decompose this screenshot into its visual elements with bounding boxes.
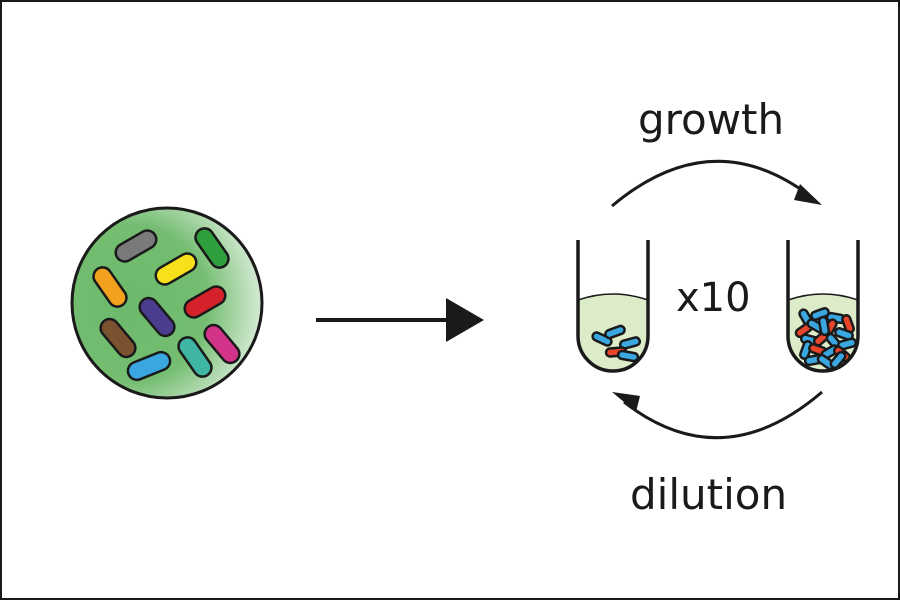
main-arrow-head bbox=[446, 298, 484, 342]
growth-arrow-arc bbox=[611, 159, 811, 208]
tube-grown-cells bbox=[794, 307, 858, 371]
cycle-count-label: x10 bbox=[676, 275, 751, 321]
tube-diluted bbox=[576, 240, 650, 373]
tube-grown-meniscus bbox=[787, 293, 859, 301]
blue-bacterium-icon bbox=[126, 350, 172, 382]
dilution-arrow-arc bbox=[623, 390, 823, 439]
blue-bacterium-icon bbox=[591, 331, 613, 347]
tube-diluted-cells bbox=[591, 324, 642, 363]
magenta-bacterium-icon bbox=[203, 323, 241, 365]
blue-bacterium-icon bbox=[616, 349, 640, 363]
growth-label: growth bbox=[638, 95, 785, 144]
tube-diluted-outline bbox=[576, 240, 650, 373]
green-bacterium-icon bbox=[194, 227, 230, 269]
petri-dish bbox=[70, 206, 264, 400]
growth-arrow-head bbox=[794, 184, 822, 205]
tube-grown bbox=[786, 240, 860, 373]
main-arrow bbox=[316, 298, 484, 342]
dilution-arrow-head bbox=[612, 392, 640, 412]
dilution-arrow bbox=[612, 390, 823, 439]
tube-grown-outline bbox=[786, 240, 860, 373]
brown-bacterium-icon bbox=[99, 317, 137, 359]
yellow-bacterium-icon bbox=[154, 252, 198, 286]
teal-bacterium-icon bbox=[177, 336, 213, 378]
blue-bacterium-icon bbox=[834, 327, 854, 341]
tube-diluted-meniscus bbox=[577, 293, 649, 301]
gray-bacterium-icon bbox=[114, 229, 158, 263]
growth-arrow bbox=[611, 159, 822, 208]
dilution-label: dilution bbox=[630, 470, 788, 519]
blue-bacterium-icon bbox=[817, 315, 831, 337]
blue-bacterium-icon bbox=[829, 350, 847, 370]
red-bacterium-icon bbox=[183, 285, 227, 319]
blue-bacterium-icon bbox=[604, 324, 626, 340]
bacterial-community bbox=[92, 227, 241, 382]
purple-bacterium-icon bbox=[138, 296, 176, 338]
blue-bacterium-icon bbox=[618, 336, 642, 350]
orange-bacterium-icon bbox=[92, 266, 128, 308]
